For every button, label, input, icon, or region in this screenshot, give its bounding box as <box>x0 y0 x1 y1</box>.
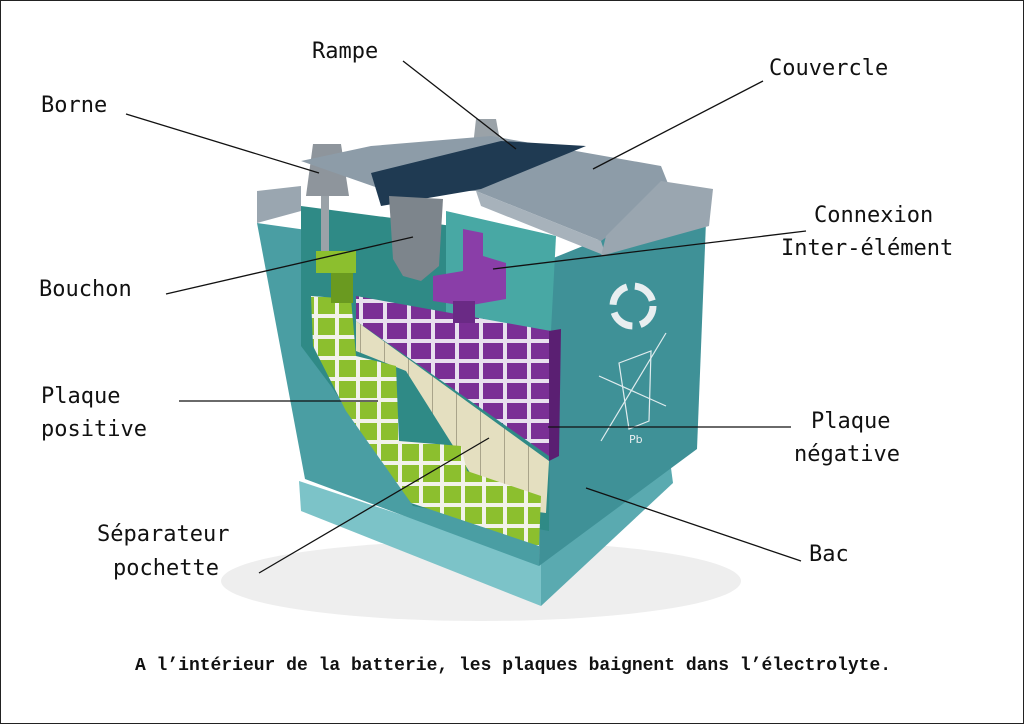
label-plaque-positive-line2: positive <box>41 417 147 442</box>
recycling-symbol <box>609 282 657 330</box>
inter-cell-connection <box>433 229 506 323</box>
bouchon-vent-plug <box>389 196 443 281</box>
label-plaque-negative-line1: Plaque <box>811 409 891 434</box>
leader-lines <box>125 60 807 574</box>
label-separateur-line1: Séparateur <box>97 522 230 547</box>
couvercle-lid <box>257 136 713 256</box>
label-connexion-line2: Inter-élément <box>781 236 954 261</box>
label-rampe: Rampe <box>312 39 379 64</box>
label-bouchon: Bouchon <box>39 277 132 302</box>
positive-plate <box>311 296 541 546</box>
label-borne: Borne <box>41 93 108 118</box>
label-connexion-line1: Connexion <box>814 203 934 228</box>
separator <box>356 321 549 513</box>
label-plaque-positive-line1: Plaque <box>41 384 121 409</box>
label-bac: Bac <box>809 542 849 567</box>
negative-plate <box>356 296 551 456</box>
crossed-bin-symbol <box>598 332 667 442</box>
case-base <box>299 453 673 606</box>
caption: A l’intérieur de la batterie, les plaque… <box>134 656 892 676</box>
label-separateur-line2: pochette <box>113 556 219 581</box>
pb-marking: Pb <box>629 433 643 446</box>
label-couvercle: Couvercle <box>769 56 889 81</box>
rampe-ramp <box>371 141 586 206</box>
label-plaque-negative-line2: négative <box>794 442 900 467</box>
